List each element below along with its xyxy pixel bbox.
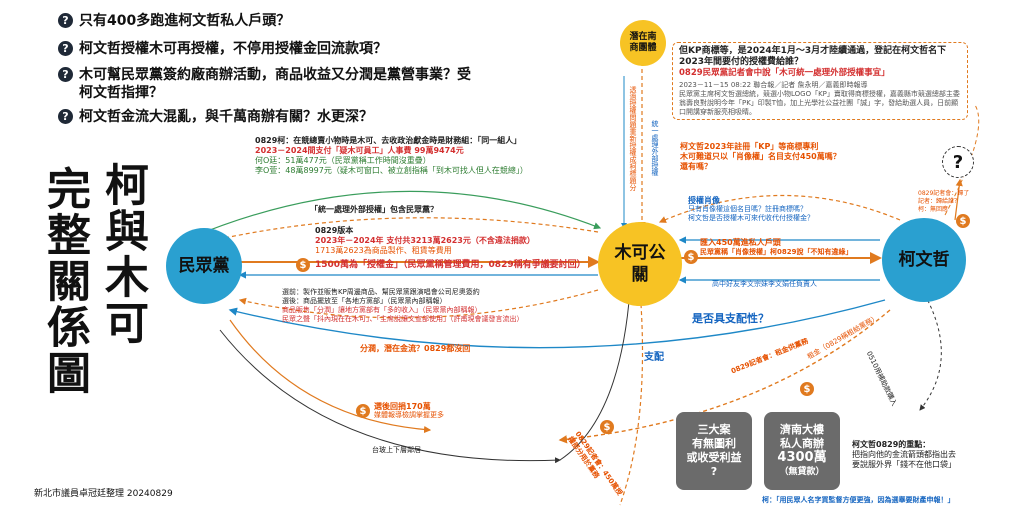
- case-line-2: 有無圖利: [692, 437, 736, 450]
- case-line-3: 或收受利益: [686, 451, 742, 464]
- case-box: 三大案 有無圖利 或收受利益 ?: [676, 412, 752, 490]
- question-icon: ?: [58, 13, 73, 28]
- kp-box-title: 但KP商標等，是2024年1月～3月才陸續通過，登記在柯文哲名下2023年間要付…: [679, 46, 947, 67]
- unknown-label: ?: [952, 151, 964, 173]
- node-unknown[interactable]: ?: [942, 146, 974, 178]
- side-label-unified: 統一處理外部授權: [651, 120, 659, 176]
- kp-box-news-2: 民眾黨主席柯文哲選總統，競選小物LOGO「KP」賣取得商標授權，嘉義縣市競選總部…: [679, 90, 960, 116]
- dollar-coin-icon: $: [600, 420, 614, 434]
- question-2: ? 柯文哲授權木可再授權，不停用授權金回流款項？: [58, 40, 387, 58]
- dollar-coin-icon: $: [356, 404, 370, 418]
- question-1: ? 只有400多跑進柯文哲私人戶頭？: [58, 12, 290, 30]
- election-line-4: 民眾之聲「抖內現在在木可」、「主席說讓文宣部使用」（許甫現會議發言流出）: [282, 315, 524, 323]
- election-note: 選前：製作並販售KP周邊商品、幫民眾黨跟演唱會公司尼奧簽約 選後：商品擺放至「各…: [282, 288, 592, 324]
- question-text: 柯文哲授權木可再授權，不停用授權金回流款項？: [79, 41, 387, 57]
- election-line-3: 商品販售「分潤」讓地方黨部有「多的收入」（民眾黨內部稱報）: [282, 306, 482, 314]
- node-ko[interactable]: 柯文哲: [882, 218, 966, 302]
- q-tr-line-1: 0829記者會：歸了: [918, 190, 970, 197]
- dollar-coin-icon: $: [684, 250, 698, 264]
- q-top-right-note: 0829記者會：歸了 記者：歸給誰？ 柯：無回應: [918, 190, 988, 214]
- election-line-2: 選後：商品擺放至「各地方黨部」（民眾黨內部稱報）: [282, 297, 447, 305]
- auth-line-2: 只有肖像權這個名目嗎？註冊商標嗎？: [688, 205, 807, 213]
- case-line-1: 三大案: [697, 423, 731, 436]
- ko0829-line-1: 柯文哲0829的重點：: [852, 440, 931, 449]
- top-note: 0829柯：在競總賣小物時是木可、去收政治獻金時是財務組：「同一組人」 2023…: [255, 136, 585, 176]
- ko0829-summary: 柯文哲0829的重點： 把指向他的金流箭頭都指出去 要說服外界「錢不在他口袋」: [852, 440, 1012, 470]
- rebate-line-1: 選後回捐170萬: [374, 402, 431, 411]
- high-school-note: 高中好友李文宗妹李文娟任負責人: [712, 280, 817, 288]
- office-box: 濟南大樓 私人商辦 4300萬 （無貸款）: [764, 412, 840, 490]
- ko-reg-line-1: 柯文哲2023年註冊「KP」等商標專利: [680, 142, 819, 151]
- ko0829-line-2: 把指向他的金流箭頭都指出去: [852, 450, 956, 459]
- kp-box-sub: 0829民眾黨記者會中說「木可統一處理外部授權事宜」: [679, 68, 890, 78]
- ko-registration-note: 柯文哲2023年註冊「KP」等商標專利 木可難道只以「肖像權」名目支付450萬嗎…: [680, 142, 880, 172]
- title-line-1: 柯與木可: [97, 162, 148, 346]
- office-line-2: 私人商辦: [780, 437, 824, 450]
- version-0829-note: 0829版本 2023年－2024年 支付共3213萬2623元（不含違法捐款）…: [315, 226, 586, 270]
- node-muke-label: 木可公關: [614, 243, 666, 285]
- dollar-coin-icon: $: [800, 382, 814, 396]
- ko-reg-line-3: 還有嗎？: [680, 162, 712, 171]
- top-note-line-2: 2023－2024間支付「疑木可員工」人事費 99萬9474元: [255, 146, 464, 155]
- node-dpp-label: 民眾黨: [178, 256, 230, 276]
- share-profit-note: 分潤，潛在金流？0829都沒回: [360, 344, 471, 353]
- version-line-3: 1713萬2623為商品製作、租賃等費用: [315, 246, 452, 255]
- dominate-label: 支配: [644, 352, 664, 363]
- node-nanbu-label: 潛在南商團體: [629, 32, 657, 53]
- top-note-line-1: 0829柯：在競總賣小物時是木可、去收政治獻金時是財務組：「同一組人」: [255, 136, 522, 145]
- kp-box: 但KP商標等，是2024年1月～3月才陸續通過，登記在柯文哲名下2023年間要付…: [672, 42, 968, 120]
- question-text: 只有400多跑進柯文哲私人戶頭？: [79, 13, 291, 29]
- auth-line-3: 柯文哲是否授權木可來代收代付授權金？: [688, 214, 814, 222]
- rebate-line-2: 媒體報導檢調掌握更多: [374, 411, 444, 419]
- auth-note: 授權肖像 只有肖像權這個名目嗎？註冊商標嗎？ 柯文哲是否授權木可來代收代付授權金…: [688, 196, 878, 223]
- transfer-line-1: 匯入450萬進私人戶頭: [700, 238, 781, 247]
- auth-line-1: 授權肖像: [688, 196, 720, 205]
- unified-dpp-note: 「統一處理外部授權」包含民眾黨？: [310, 205, 438, 214]
- ko0829-line-3: 要說服外界「錢不在他口袋」: [852, 460, 956, 469]
- question-icon: ?: [58, 67, 73, 82]
- kp-box-news-1: 2023－11－15 08:22 聯合報／記者 詹永明／嘉義即時報導: [679, 81, 868, 89]
- version-line-2: 2023年－2024年 支付共3213萬2623元（不含違法捐款）: [315, 236, 535, 245]
- transfer-line-2: 民眾黨稱「肖像授權」柯0829說「不知有違綠」: [700, 248, 853, 256]
- node-ko-label: 柯文哲: [898, 250, 950, 270]
- version-line-1: 0829版本: [315, 226, 354, 235]
- question-icon: ?: [58, 41, 73, 56]
- office-line-3: 4300萬: [777, 450, 827, 465]
- q-tr-line-2: 記者：歸給誰？: [918, 198, 961, 205]
- top-note-line-4: 李O萱：48萬8997元（疑木可窗口、被立創指稱「到木可找人但人在競總」）: [255, 166, 528, 175]
- office-line-4: （無貸款）: [779, 467, 825, 477]
- election-line-1: 選前：製作並販售KP周邊商品、幫民眾黨跟演唱會公司尼奧簽約: [282, 288, 480, 296]
- question-text: 柯文哲金流大混亂，與千萬商辦有關？水更深？: [79, 109, 373, 125]
- taidi-note: 台玻上下層鄰居: [372, 446, 421, 454]
- node-nanbu[interactable]: 潛在南商團體: [620, 20, 666, 66]
- office-line-1: 濟南大樓: [780, 423, 824, 436]
- rebate-note: 選後回捐170萬 媒體報導檢調掌握更多: [374, 402, 444, 420]
- top-note-line-3: 何O廷：51萬477元（民眾黨稱工作時間沒重疊）: [255, 156, 431, 165]
- author-credit: 新北市議員卓冠廷整理 20240829: [34, 489, 173, 499]
- side-label-auth: 透過授權問題重新授權成柯標題分: [629, 86, 637, 191]
- transfer-note: 匯入450萬進私人戶頭 民眾黨稱「肖像授權」柯0829說「不知有違綠」: [700, 238, 880, 257]
- version-line-4: 1500萬為「授權金」（民眾黨稱管理費用，0829稱有爭議要討回）: [315, 260, 586, 270]
- q-tr-line-3: 柯：無回應: [918, 206, 949, 213]
- ko-quote: 柯：「用民眾人名字買監督方便更強，因為選舉要財產申報！」: [762, 496, 955, 504]
- question-icon: ?: [58, 109, 73, 124]
- question-4: ? 柯文哲金流大混亂，與千萬商辦有關？水更深？: [58, 108, 373, 126]
- node-dpp[interactable]: 民眾黨: [166, 228, 242, 304]
- question-text: 木可幫民眾黨簽約廠商辦活動，商品收益又分潤是黨營事業？受柯文哲指揮？: [79, 67, 471, 101]
- question-3: ? 木可幫民眾黨簽約廠商辦活動，商品收益又分潤是黨營事業？受柯文哲指揮？: [58, 66, 478, 102]
- case-line-4: ?: [710, 465, 718, 478]
- title-line-2: 完整關係圖: [39, 166, 90, 396]
- dollar-coin-icon: $: [956, 214, 970, 228]
- dollar-coin-icon: $: [296, 258, 310, 272]
- ko-reg-line-2: 木可難道只以「肖像權」名目支付450萬嗎？: [680, 152, 841, 161]
- control-question: 是否具支配性？: [692, 312, 769, 325]
- node-muke[interactable]: 木可公關: [598, 222, 682, 306]
